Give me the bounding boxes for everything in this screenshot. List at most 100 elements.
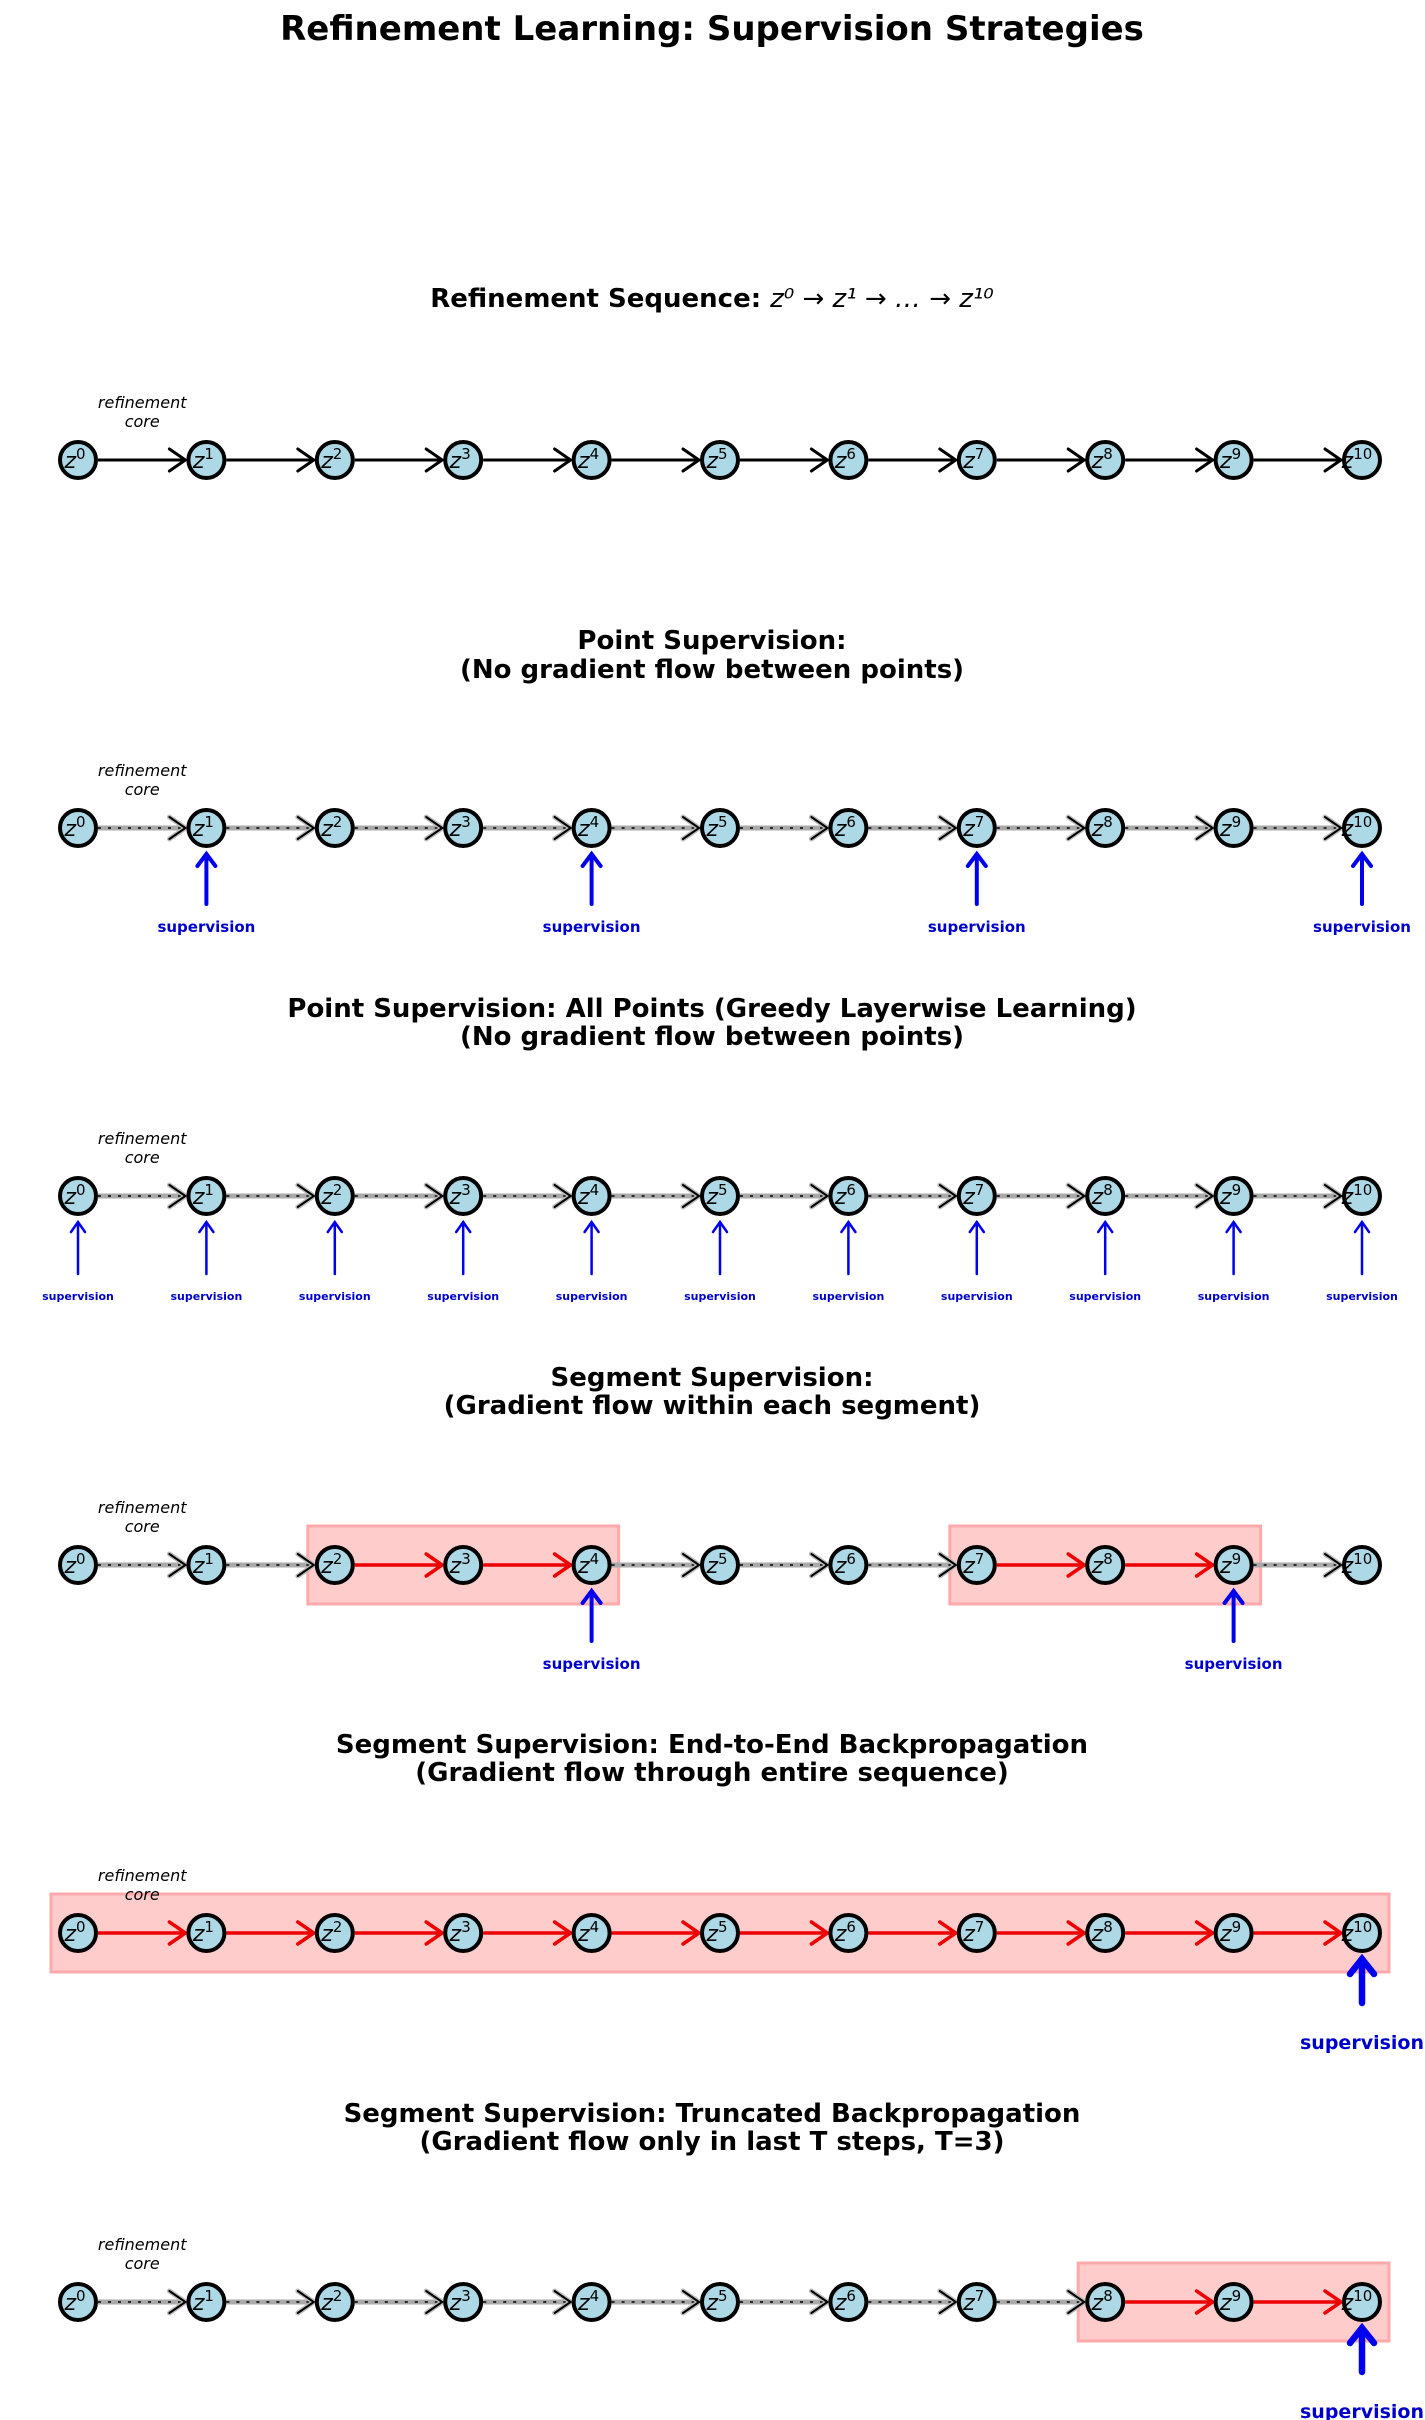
edge-z2-z3 <box>354 1182 447 1210</box>
node-z7: z7 <box>956 1913 997 1953</box>
node-label: z0 <box>63 445 85 474</box>
node-label: z10 <box>1341 445 1373 474</box>
edge-z7-z8 <box>996 1552 1088 1578</box>
arrow-head-icon <box>1323 447 1344 473</box>
gradient-arrow-head-icon <box>1194 1920 1216 1946</box>
supervision-arrow-head-icon <box>1353 1219 1371 1234</box>
node-z2: z2 <box>314 808 355 848</box>
no-gradient-arrow-head-icon <box>168 2290 188 2314</box>
no-gradient-arrow-head-icon <box>1067 2290 1086 2314</box>
node-z4: z4 <box>571 808 612 848</box>
node-circle <box>186 440 227 480</box>
supervision-arrow-head-icon <box>1222 1587 1245 1605</box>
edge-z9-z10 <box>1253 1920 1345 1946</box>
supervision-z8: supervision <box>1069 1219 1141 1303</box>
node-label: z1 <box>192 1181 214 1210</box>
node-z10: z10 <box>1341 1913 1382 1953</box>
node-label: z8 <box>1091 1181 1113 1210</box>
supervision-arrow-head-icon <box>583 1219 600 1234</box>
edge-z9-z10 <box>1253 2289 1345 2315</box>
node-label: z10 <box>1341 1550 1373 1579</box>
node-label: z10 <box>1341 813 1373 842</box>
node-circle <box>58 2282 98 2322</box>
edge-z9-z10 <box>1253 1551 1346 1579</box>
panel-title-line-2: (Gradient flow only in last T steps, T=3… <box>420 2127 1005 2157</box>
arrow-head-icon <box>424 447 445 473</box>
node-label: z6 <box>834 813 856 842</box>
edge-z1-z2 <box>226 1182 319 1210</box>
node-label: z9 <box>1219 813 1241 842</box>
node-circle <box>571 440 612 480</box>
node-circle <box>1085 440 1126 480</box>
edge-z9-z10 <box>1253 1182 1346 1210</box>
node-label: z3 <box>449 1550 471 1579</box>
node-z0: z0 <box>58 2282 98 2322</box>
edge-z9-z10 <box>1253 814 1346 842</box>
edge-z0-z1 <box>98 447 189 473</box>
supervision-label: supervision <box>1185 1655 1283 1673</box>
gradient-arrow-head-icon <box>424 1920 446 1946</box>
node-label: z5 <box>705 1181 727 1210</box>
edge-z3-z4 <box>483 2288 576 2316</box>
node-label: z8 <box>1091 813 1113 842</box>
node-circle <box>314 1176 355 1216</box>
no-gradient-arrow-head-icon <box>938 1553 958 1577</box>
supervision-arrow-head-icon <box>1351 850 1373 868</box>
node-circle <box>956 440 997 480</box>
node-circle <box>1342 1913 1382 1953</box>
node-circle <box>956 808 997 848</box>
node-z10: z10 <box>1341 440 1382 480</box>
node-circle <box>186 1545 227 1585</box>
edge-z7-z8 <box>996 2288 1089 2316</box>
node-z10: z10 <box>1341 1545 1382 1585</box>
node-label: z1 <box>192 445 214 474</box>
supervision-z7: supervision <box>928 850 1026 936</box>
refinement-core-label-line2: core <box>125 1148 160 1167</box>
node-circle <box>1213 1913 1254 1953</box>
node-z6: z6 <box>828 1176 869 1216</box>
node-circle <box>956 1176 997 1216</box>
supervision-z2: supervision <box>299 1219 371 1303</box>
node-z9: z9 <box>1213 440 1254 480</box>
supervision-z10: supervision <box>1300 1953 1424 2054</box>
gradient-arrow-head-icon <box>167 1920 189 1946</box>
supervision-label: supervision <box>1069 1290 1141 1303</box>
edge-z6-z7 <box>868 1920 959 1946</box>
supervision-label: supervision <box>171 1290 243 1303</box>
node-label: z4 <box>577 1181 599 1210</box>
node-label: z6 <box>834 1918 856 1947</box>
node-circle <box>1342 1176 1382 1216</box>
node-label: z0 <box>63 1181 85 1210</box>
supervision-label: supervision <box>543 918 641 936</box>
arrow-head-icon <box>167 447 189 473</box>
supervision-z4: supervision <box>543 850 641 936</box>
edge-z8-z9 <box>1125 1920 1216 1946</box>
no-gradient-arrow-head-icon <box>810 1184 830 1208</box>
node-label: z3 <box>449 2287 471 2316</box>
node-circle <box>58 808 98 848</box>
panel-point-all: Point Supervision: All Points (Greedy La… <box>42 994 1398 1303</box>
arrow-head-icon <box>553 447 574 473</box>
node-z0: z0 <box>58 1913 98 1953</box>
no-gradient-arrow-head-icon <box>1324 816 1343 840</box>
node-label: z5 <box>705 2287 727 2316</box>
edge-z7-z8 <box>996 1920 1088 1946</box>
supervision-arrow-head-icon <box>1225 1219 1242 1234</box>
panel-title-line-1: Refinement Sequence: z⁰ → z¹ → … → z¹⁰ <box>430 284 994 314</box>
node-z1: z1 <box>186 1545 227 1585</box>
node-circle <box>1085 2282 1126 2322</box>
node-z2: z2 <box>314 440 355 480</box>
node-circle <box>700 2282 740 2322</box>
node-circle <box>1342 2282 1382 2322</box>
node-circle <box>956 1913 997 1953</box>
node-z2: z2 <box>314 2282 355 2322</box>
node-z8: z8 <box>1085 440 1126 480</box>
gradient-arrow-head-icon <box>1323 2289 1345 2315</box>
no-gradient-arrow-head-icon <box>168 1184 188 1208</box>
node-label: z6 <box>834 1550 856 1579</box>
node-circle <box>1085 808 1126 848</box>
supervision-arrow-head-icon <box>580 850 603 868</box>
supervision-z1: supervision <box>171 1219 243 1303</box>
supervision-arrow-head-icon <box>326 1219 344 1234</box>
supervision-label: supervision <box>1326 1290 1398 1303</box>
